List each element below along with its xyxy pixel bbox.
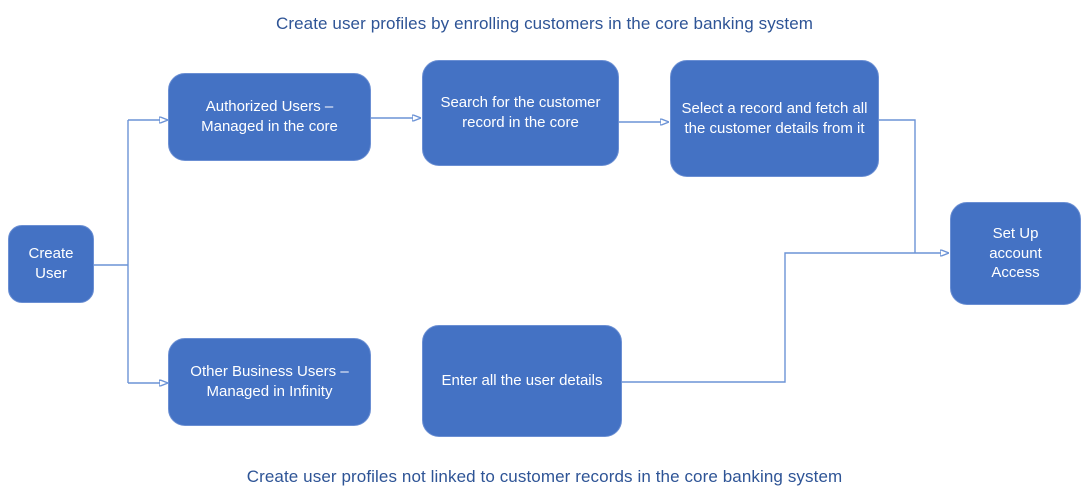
connector-select-to-merge — [879, 119, 916, 253]
node-select-record: Select a record and fetch all the custom… — [670, 60, 879, 177]
top-caption: Create user profiles by enrolling custom… — [275, 14, 814, 33]
node-authorized-users: Authorized Users – Managed in the core — [168, 73, 371, 161]
node-setup-access: Set Up account Access — [950, 202, 1081, 305]
node-search-customer: Search for the customer record in the co… — [422, 60, 619, 166]
node-enter-details: Enter all the user details — [422, 325, 622, 437]
bottom-caption: Create user profiles not linked to custo… — [246, 467, 843, 486]
connector-enter-to-setup — [622, 253, 941, 383]
node-create-user: Create User — [8, 225, 94, 303]
node-other-users: Other Business Users – Managed in Infini… — [168, 338, 371, 426]
